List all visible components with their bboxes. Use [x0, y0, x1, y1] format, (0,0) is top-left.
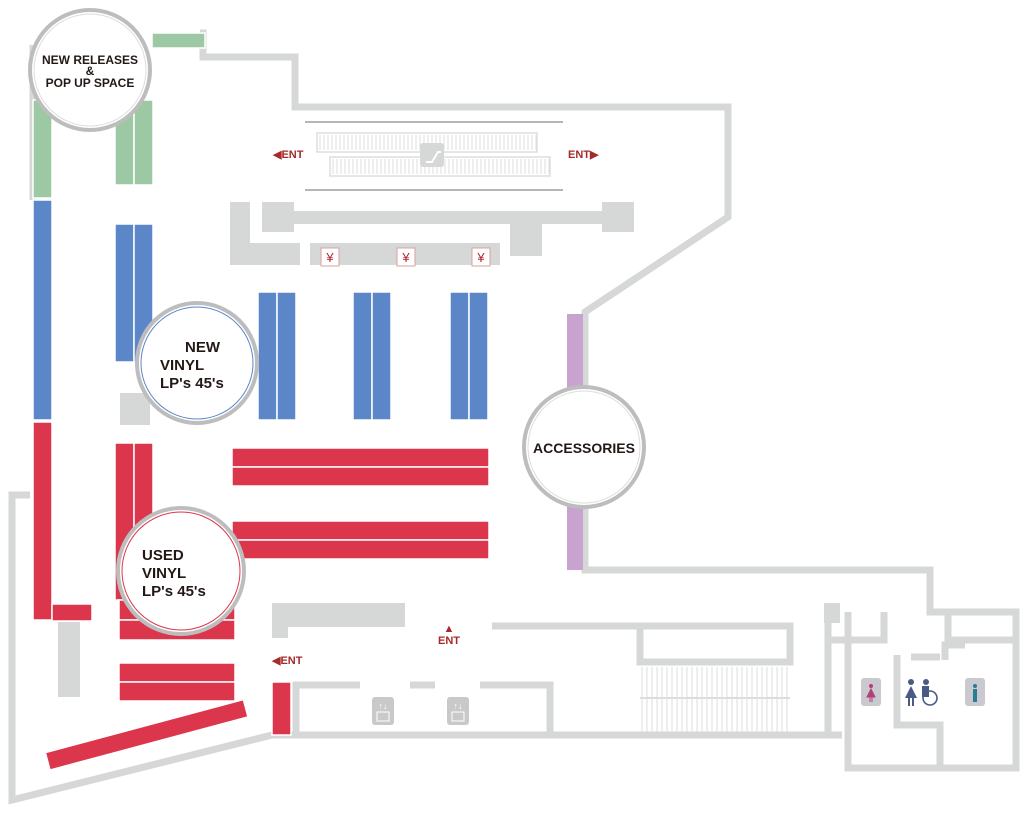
- zone-label: USED: [142, 547, 184, 564]
- registers: ¥ ¥ ¥: [320, 247, 491, 267]
- accessible-restroom-icon: [905, 679, 938, 706]
- zone-label: NEW RELEASES: [42, 53, 138, 67]
- zone-new-releases[interactable]: NEW RELEASES & POP UP SPACE: [28, 8, 152, 132]
- zone-label: LP's 45's: [160, 375, 224, 392]
- zone-new-vinyl[interactable]: NEW VINYL LP's 45's: [135, 301, 259, 425]
- entrance-label: ◀ENT: [271, 655, 303, 667]
- entrance-label: ENT▶: [568, 149, 599, 161]
- zone-label: NEW: [185, 339, 221, 356]
- new-vinyl-shelves: [32, 199, 489, 421]
- entrance-label: ENT: [438, 635, 460, 647]
- zone-label: VINYL: [142, 565, 186, 582]
- used-vinyl-shelves: [32, 421, 490, 771]
- entrance-arrow: ▲: [444, 623, 455, 635]
- fixtures: [58, 202, 840, 697]
- zone-label: ACCESSORIES: [533, 440, 635, 456]
- zone-label: POP UP SPACE: [46, 76, 135, 90]
- svg-text:↑↓: ↑↓: [454, 701, 463, 711]
- zone-label: LP's 45's: [142, 583, 206, 600]
- elevator-icon: ↑↓: [372, 697, 394, 725]
- zone-label: VINYL: [160, 357, 204, 374]
- staircase: [641, 667, 788, 733]
- womens-restroom-icon: [861, 678, 881, 706]
- walls: [8, 29, 1020, 805]
- register-icon: ¥: [476, 250, 485, 265]
- zone-accessories[interactable]: ACCESSORIES: [522, 385, 646, 509]
- entrance-label: ◀ENT: [272, 149, 304, 161]
- elevator-icon: ↑↓: [447, 697, 469, 725]
- zone-label: &: [86, 64, 95, 78]
- svg-text:↑↓: ↑↓: [379, 701, 388, 711]
- zone-used-vinyl[interactable]: USED VINYL LP's 45's: [116, 506, 246, 636]
- escalator-icon: [420, 143, 444, 167]
- mens-restroom-icon: [965, 678, 985, 706]
- register-icon: ¥: [401, 250, 410, 265]
- escalator: [316, 132, 551, 177]
- register-icon: ¥: [325, 250, 334, 265]
